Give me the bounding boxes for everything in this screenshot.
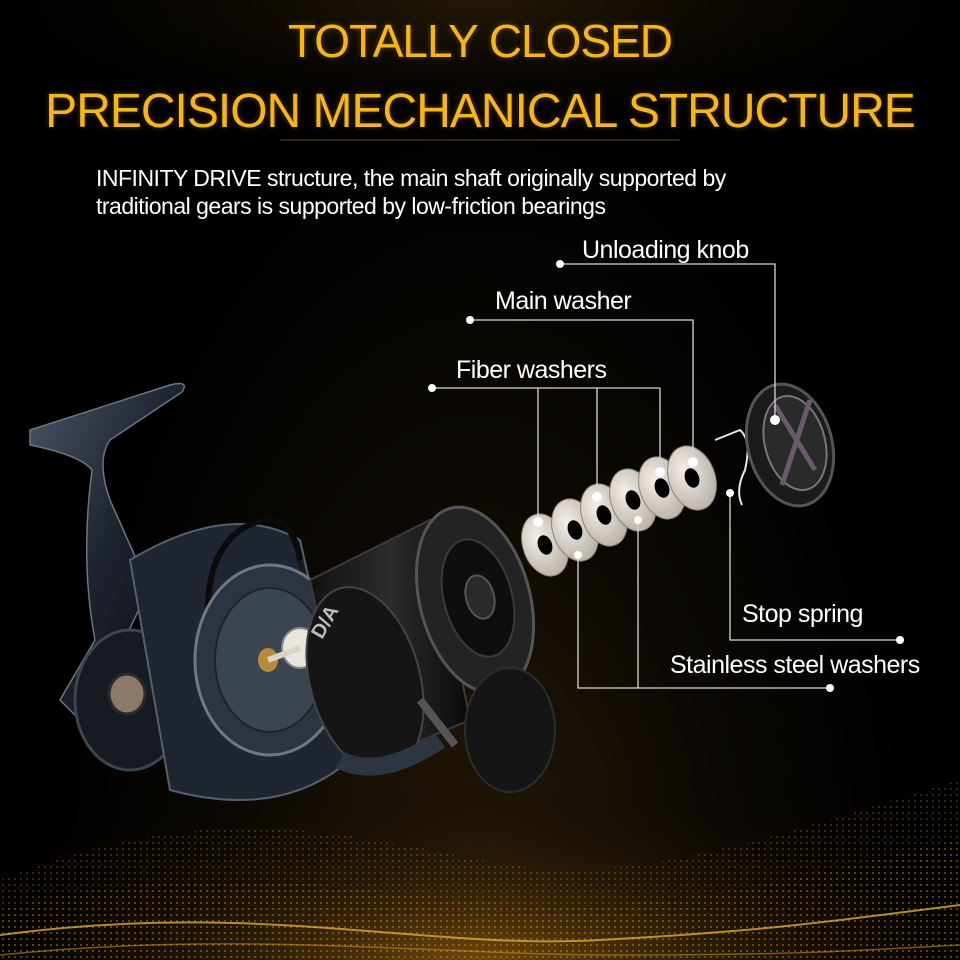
label-stop-spring: Stop spring — [742, 600, 863, 628]
description: INFINITY DRIVE structure, the main shaft… — [96, 164, 896, 220]
reel-body — [29, 382, 422, 801]
label-unloading-knob: Unloading knob — [582, 236, 749, 264]
description-line-1: INFINITY DRIVE structure, the main shaft… — [96, 165, 726, 191]
title-line-1: TOTALLY CLOSED — [288, 15, 673, 67]
title-line-2: PRECISION MECHANICAL STRUCTURE — [45, 85, 916, 138]
handle-knob — [335, 667, 556, 793]
spool: D/A — [305, 505, 536, 774]
stop-spring — [714, 428, 749, 506]
description-line-2: traditional gears is supported by low-fr… — [96, 193, 606, 219]
callout-dots — [428, 260, 904, 692]
washer-stack — [521, 445, 717, 577]
callout-lines — [432, 263, 900, 689]
label-main-washer: Main washer — [495, 287, 632, 315]
label-stainless-steel-washers: Stainless steel washers — [670, 651, 920, 679]
label-fiber-washers: Fiber washers — [456, 356, 607, 384]
unloading-knob — [744, 382, 836, 508]
